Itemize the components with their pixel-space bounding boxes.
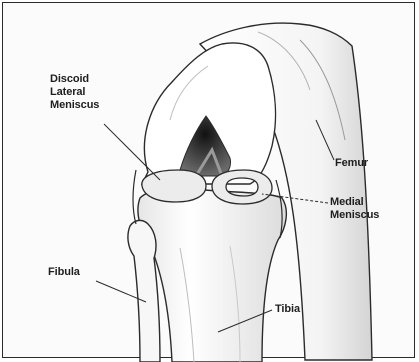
- label-medial-line2: Meniscus: [330, 209, 379, 222]
- label-medial-meniscus: Medial Meniscus: [330, 196, 379, 222]
- label-fibula: Fibula: [48, 266, 80, 279]
- medial-meniscus: [212, 170, 272, 204]
- label-discoid-line1: Discoid: [50, 73, 99, 86]
- discoid-lateral-meniscus: [142, 170, 206, 202]
- fibula: [128, 220, 160, 362]
- label-discoid-lateral-meniscus: Discoid Lateral Meniscus: [50, 73, 99, 112]
- label-discoid-line3: Meniscus: [50, 99, 99, 112]
- label-discoid-line2: Lateral: [50, 86, 99, 99]
- label-femur: Femur: [335, 157, 368, 170]
- label-tibia: Tibia: [275, 303, 300, 316]
- label-medial-line1: Medial: [330, 196, 379, 209]
